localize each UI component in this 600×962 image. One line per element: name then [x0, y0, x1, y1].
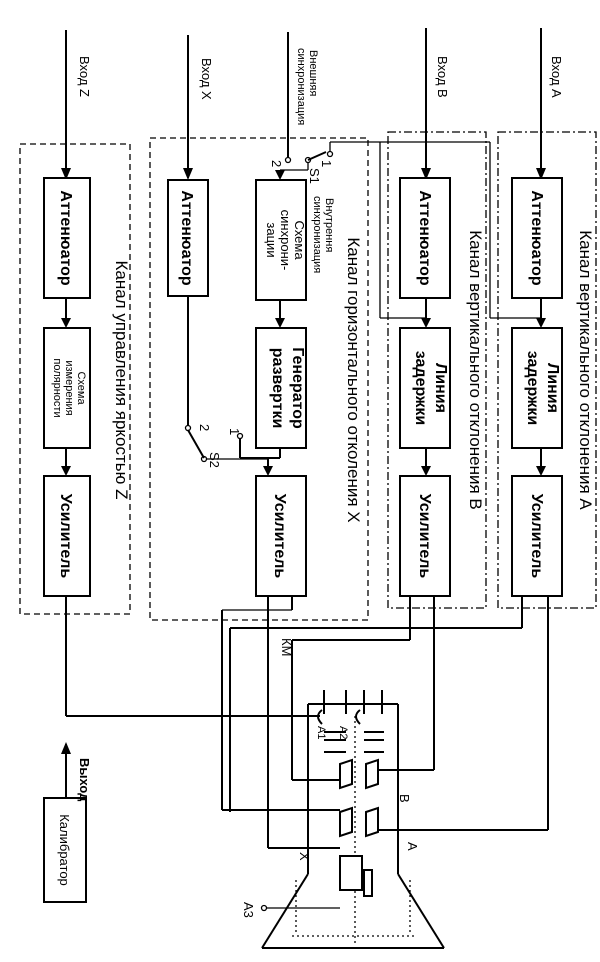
sweep-label-1: Генератор — [289, 347, 306, 429]
channel-z-frame — [19, 143, 131, 615]
calibrator-label: Калибратор — [57, 814, 72, 886]
arrow-head — [61, 318, 71, 328]
s2-contact-1 — [236, 432, 244, 440]
plate-x-2 — [363, 869, 373, 897]
crt-label-b: В — [397, 794, 412, 803]
s1-contact-1 — [326, 150, 334, 158]
input-z-label: Вход Z — [77, 56, 92, 97]
channel-z-label: Канал управления яркостью Z — [112, 260, 131, 499]
crt-label-km: КМ — [279, 638, 294, 656]
s1-label: S1 — [307, 168, 322, 184]
attenuator-b-label: Аттенюатор — [416, 190, 433, 286]
amplifier-b-block — [399, 475, 451, 597]
input-x-label: Вход X — [199, 58, 214, 100]
arrow-head — [275, 170, 285, 180]
delay-a-label-2: задержки — [524, 351, 541, 425]
delay-a-label-1: Линия — [544, 363, 561, 413]
crt-cathode — [317, 709, 323, 725]
input-b-label: Вход B — [435, 56, 450, 98]
s1-switch-arm — [307, 151, 327, 161]
plate-b-2 — [365, 758, 379, 790]
polarity-label-3: полярности — [51, 358, 63, 417]
amplifier-a-block — [511, 475, 563, 597]
sweep-generator-block — [255, 327, 307, 449]
amplifier-x-block — [255, 475, 307, 597]
s1-pos-2: 2 — [269, 160, 284, 167]
channel-b-label: Канал вертикального отклонения В — [466, 230, 485, 509]
ext-sync-label-1: Внешняя — [307, 50, 319, 96]
sync-label-2: синхрони- — [278, 210, 293, 271]
attenuator-x-label: Аттенюатор — [178, 190, 195, 286]
amplifier-z-label: Усилитель — [57, 494, 74, 579]
attenuator-z-block — [43, 177, 91, 299]
output-label: Выход — [77, 758, 92, 802]
amplifier-a-label: Усилитель — [528, 494, 545, 579]
ext-sync-label-2: синхронизация — [295, 48, 307, 125]
int-sync-label-1: Внутрення — [323, 198, 335, 252]
delay-line-a-block — [511, 327, 563, 449]
polarity-label-2: измерения — [63, 360, 75, 415]
attenuator-z-label: Аттенюатор — [57, 190, 74, 286]
crt-bulb — [397, 873, 445, 949]
arrow-head — [536, 168, 546, 180]
polarity-label-1: Схема — [75, 371, 87, 405]
attenuator-a-label: Аттенюатор — [528, 190, 545, 286]
s2-pos-2: 2 — [197, 424, 212, 431]
sync-label-3: зации — [264, 222, 279, 257]
attenuator-x-block — [167, 179, 209, 297]
attenuator-b-block — [399, 177, 451, 299]
s2-label: S2 — [207, 452, 222, 468]
crt-label-a1: А1 — [315, 726, 327, 739]
delay-b-label-1: Линия — [432, 363, 449, 413]
amplifier-x-label: Усилитель — [271, 494, 288, 579]
amplifier-b-label: Усилитель — [416, 494, 433, 579]
channel-a-frame — [497, 131, 597, 609]
delay-b-label-2: задержки — [412, 351, 429, 425]
plate-b-1 — [339, 758, 353, 790]
s2-contact-2 — [184, 424, 192, 432]
arrow-head — [421, 466, 431, 476]
crt-label-a2: А2 — [337, 726, 349, 739]
arrow-head — [536, 466, 546, 476]
s1-pos-1: 1 — [319, 160, 334, 167]
s2-switch-arm — [187, 429, 205, 459]
channel-a-label: Канал вертикального отклонения А — [576, 230, 595, 510]
sync-label-1: Схема — [292, 220, 307, 260]
arrow-head — [61, 168, 71, 180]
amplifier-z-block — [43, 475, 91, 597]
arrow-head — [275, 318, 285, 328]
a3-terminal — [260, 904, 268, 912]
arrow-head — [263, 466, 273, 476]
input-a-label: Вход A — [549, 56, 564, 98]
channel-b-frame — [387, 131, 487, 609]
plate-a-2 — [365, 806, 379, 838]
crt-label-a: А — [405, 842, 420, 851]
crt-grid — [355, 709, 361, 725]
s2-pos-1: 1 — [227, 428, 242, 435]
arrow-head — [421, 318, 431, 328]
channel-x-label: Канал горизонтального отколения X — [344, 237, 363, 522]
arrow-head — [61, 466, 71, 476]
sync-block — [255, 179, 307, 301]
plate-x — [339, 855, 363, 891]
crt-bulb — [261, 873, 309, 949]
arrow-head — [183, 168, 193, 180]
attenuator-a-block — [511, 177, 563, 299]
s1-contact-2 — [284, 156, 292, 164]
sweep-label-2: развертки — [269, 348, 286, 429]
crt-label-x: X — [297, 852, 312, 861]
arrow-head — [421, 168, 431, 180]
plate-a-1 — [339, 806, 353, 838]
arrow-head — [61, 742, 71, 754]
crt-label-a3: А3 — [241, 902, 256, 918]
arrow-head — [536, 318, 546, 328]
int-sync-label-2: синхронизация — [311, 196, 323, 273]
